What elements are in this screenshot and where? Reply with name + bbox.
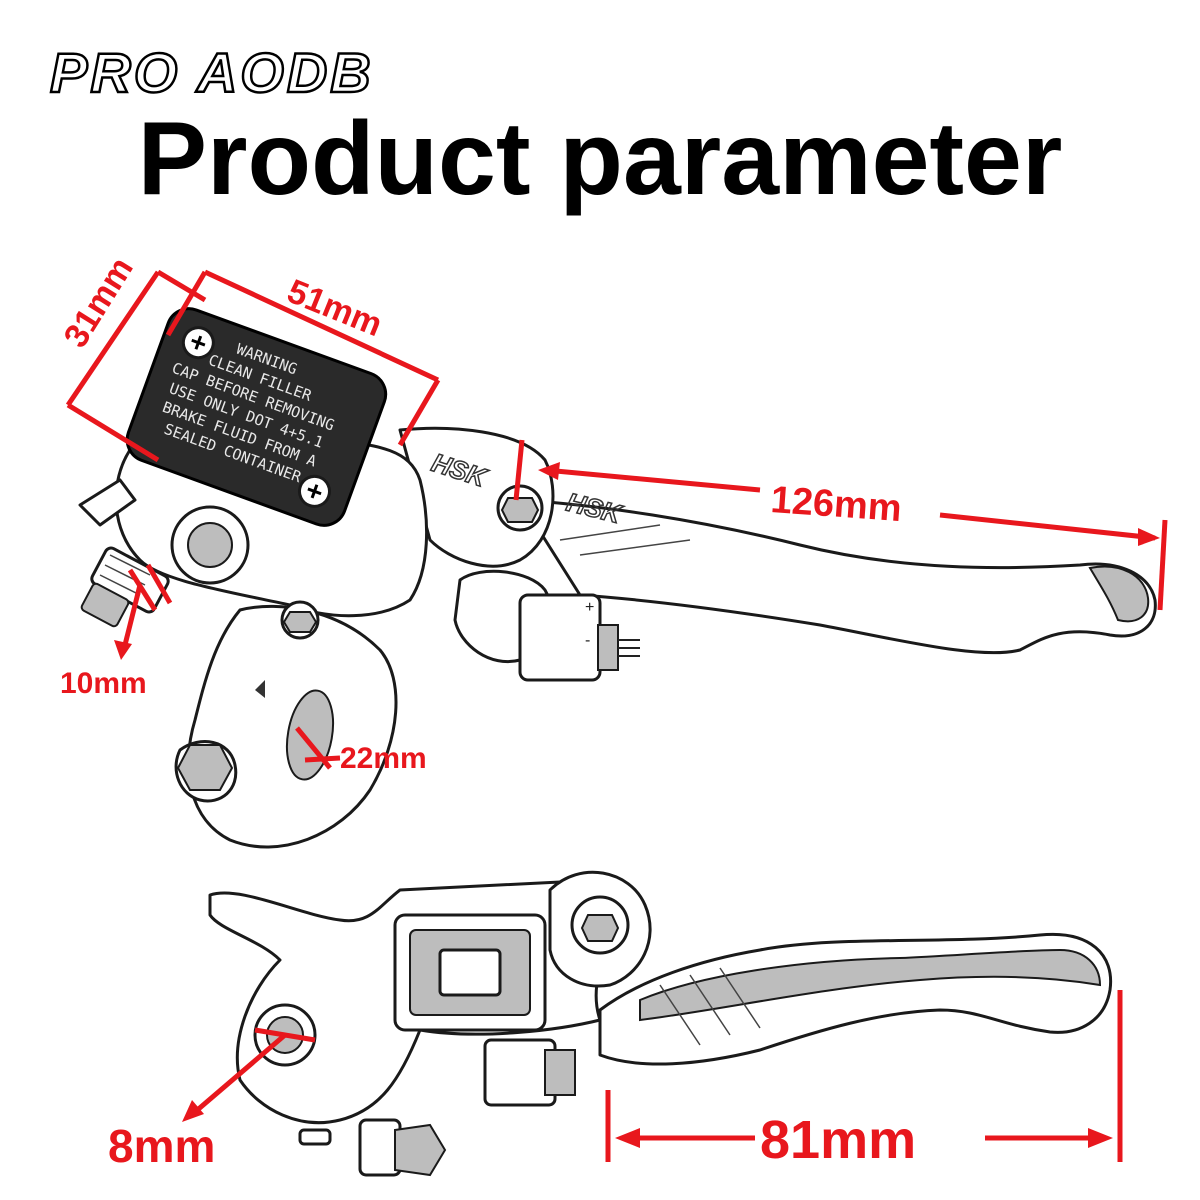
dim-label-81mm: 81mm [760, 1110, 916, 1170]
master-cylinder-assembly: HSK HSK [78, 307, 1157, 849]
dimension-lever-length: 126mm [513, 439, 1168, 611]
clamp-bolt [176, 744, 234, 791]
adjuster-minus: - [585, 632, 590, 649]
lever-adjuster: + - [453, 569, 640, 682]
dim-label-126mm: 126mm [769, 479, 903, 530]
page-title: Product parameter [137, 101, 1063, 217]
dim-label-10mm: 10mm [60, 667, 147, 700]
adjuster-plus: + [585, 599, 594, 616]
brand-logo: PRO AODB [49, 40, 374, 106]
reservoir-cap: WARNING CLEAN FILLER CAP BEFORE REMOVING… [125, 307, 388, 527]
brake-lever-blade [518, 498, 1157, 655]
dim-label-31mm: 31mm [57, 251, 141, 354]
dim-label-8mm: 8mm [108, 1120, 215, 1172]
lever-pivot-housing [398, 426, 555, 568]
dimension-mount-hole: 8mm [108, 1027, 316, 1172]
dimension-folding-lever-length: 81mm [605, 990, 1123, 1170]
dimension-clamp-diameter: 22mm [295, 726, 427, 775]
folding-lever-assembly [208, 870, 1113, 1177]
dimension-banjo-bolt: 10mm [60, 563, 173, 700]
dim-label-22mm: 22mm [340, 742, 427, 775]
